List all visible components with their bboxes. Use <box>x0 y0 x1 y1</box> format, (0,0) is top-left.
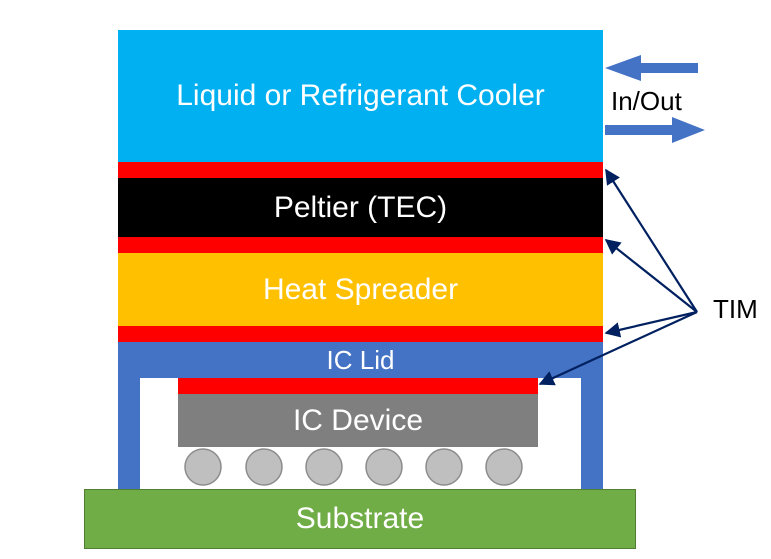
heat-spreader-layer: Heat Spreader <box>118 253 603 326</box>
cooler-layer: Liquid or Refrigerant Cooler <box>118 30 603 162</box>
solder-ball <box>365 448 403 486</box>
peltier-layer: Peltier (TEC) <box>118 178 603 237</box>
tim-arrow-1 <box>605 168 698 313</box>
solder-ball <box>245 448 283 486</box>
solder-ball <box>485 448 523 486</box>
substrate-label: Substrate <box>295 502 425 535</box>
tim-label: TIM <box>713 294 758 324</box>
ic-lid-right-wall <box>581 378 603 490</box>
tim-arrow-3 <box>604 310 698 338</box>
tim-layer-3 <box>118 326 603 342</box>
tim-pointer-arrows <box>538 168 698 386</box>
ic-lid-label: IC Lid <box>326 344 395 375</box>
solder-ball <box>305 448 343 486</box>
tim-arrow-2 <box>604 239 698 313</box>
peltier-label: Peltier (TEC) <box>273 190 448 224</box>
ic-lid-left-wall <box>118 378 140 490</box>
heat-spreader-label: Heat Spreader <box>262 272 459 306</box>
flow-label: In/Out <box>611 86 682 116</box>
solder-balls <box>184 448 523 486</box>
ic-lid-top: IC Lid <box>118 342 603 378</box>
ic-device-layer: IC Device <box>178 394 538 447</box>
tim-arrow-4 <box>538 311 698 386</box>
ic-device-label: IC Device <box>292 403 424 437</box>
cooler-label: Liquid or Refrigerant Cooler <box>176 79 545 112</box>
solder-ball <box>184 448 222 486</box>
tim-layer-2 <box>118 237 603 253</box>
substrate-layer: Substrate <box>84 489 636 549</box>
tim-layer-1 <box>118 162 603 178</box>
flow-out-arrow-icon <box>605 117 705 143</box>
solder-ball <box>425 448 463 486</box>
flow-in-arrow-icon <box>605 55 698 81</box>
tim-layer-4 <box>178 378 538 394</box>
